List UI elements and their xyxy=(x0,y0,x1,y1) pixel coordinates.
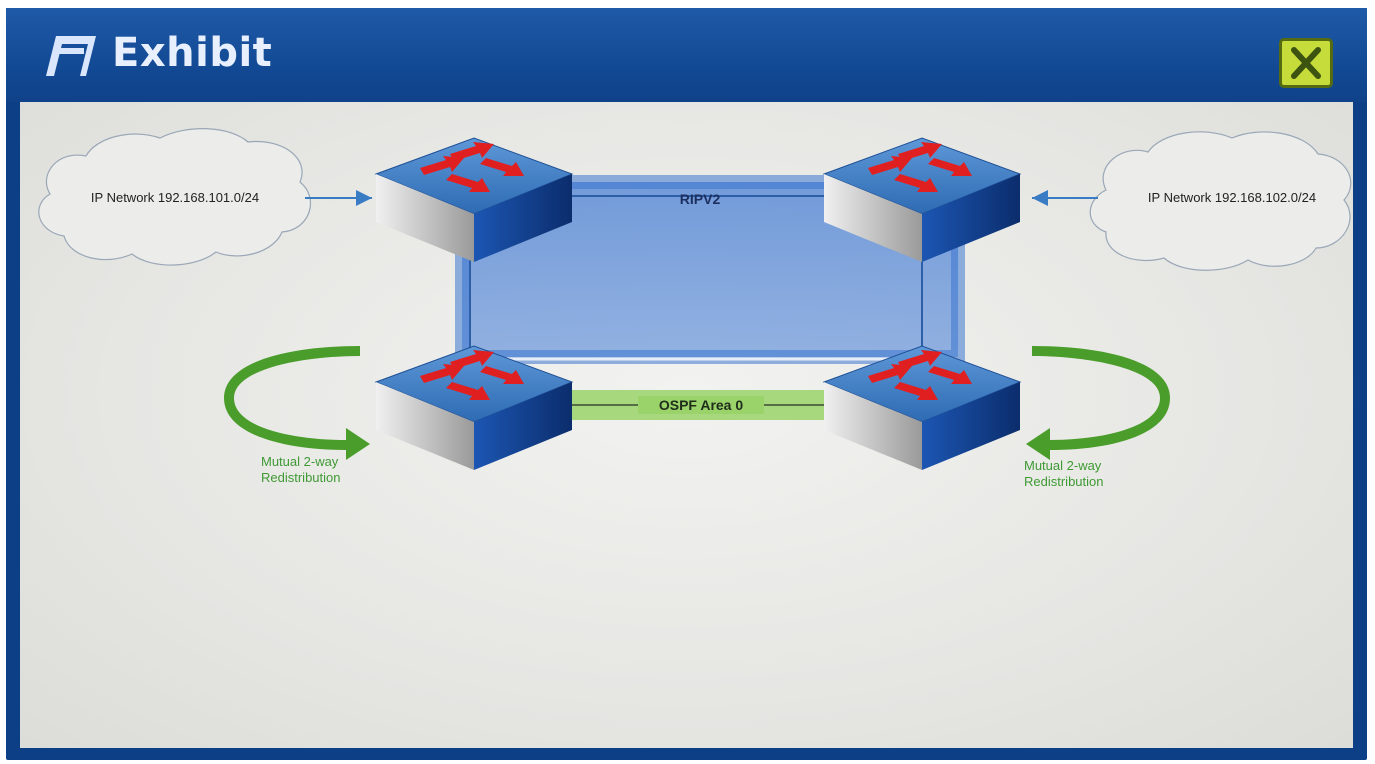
redistribution-left-line2: Redistribution xyxy=(261,470,341,485)
ospf-label: OSPF Area 0 xyxy=(659,397,744,413)
network-diagram: RIPV2 OSPF Area 0 IP Network 192.168.101… xyxy=(38,128,1352,489)
ripv2-label: RIPV2 xyxy=(680,191,721,207)
redistribution-right-line1: Mutual 2-way xyxy=(1024,458,1102,473)
exhibit-icon xyxy=(46,36,96,76)
cloud-right xyxy=(1089,131,1352,271)
exhibit-window: Exhibit xyxy=(6,8,1367,760)
router-bottom-right xyxy=(823,345,1021,471)
cloud-left-label: IP Network 192.168.101.0/24 xyxy=(91,190,259,205)
cloud-right-label: IP Network 192.168.102.0/24 xyxy=(1148,190,1316,205)
title-bar: Exhibit xyxy=(6,8,1367,102)
redistribution-arrow-right xyxy=(1026,346,1170,460)
redistribution-left-line1: Mutual 2-way xyxy=(261,454,339,469)
exhibit-content: RIPV2 OSPF Area 0 IP Network 192.168.101… xyxy=(20,102,1353,748)
redistribution-arrow-left xyxy=(224,346,370,460)
window-title: Exhibit xyxy=(112,30,273,76)
close-icon xyxy=(1291,47,1321,79)
router-bottom-left xyxy=(375,345,573,471)
cloud-left xyxy=(38,128,311,266)
redistribution-right-line2: Redistribution xyxy=(1024,474,1104,489)
close-button[interactable] xyxy=(1279,38,1333,88)
